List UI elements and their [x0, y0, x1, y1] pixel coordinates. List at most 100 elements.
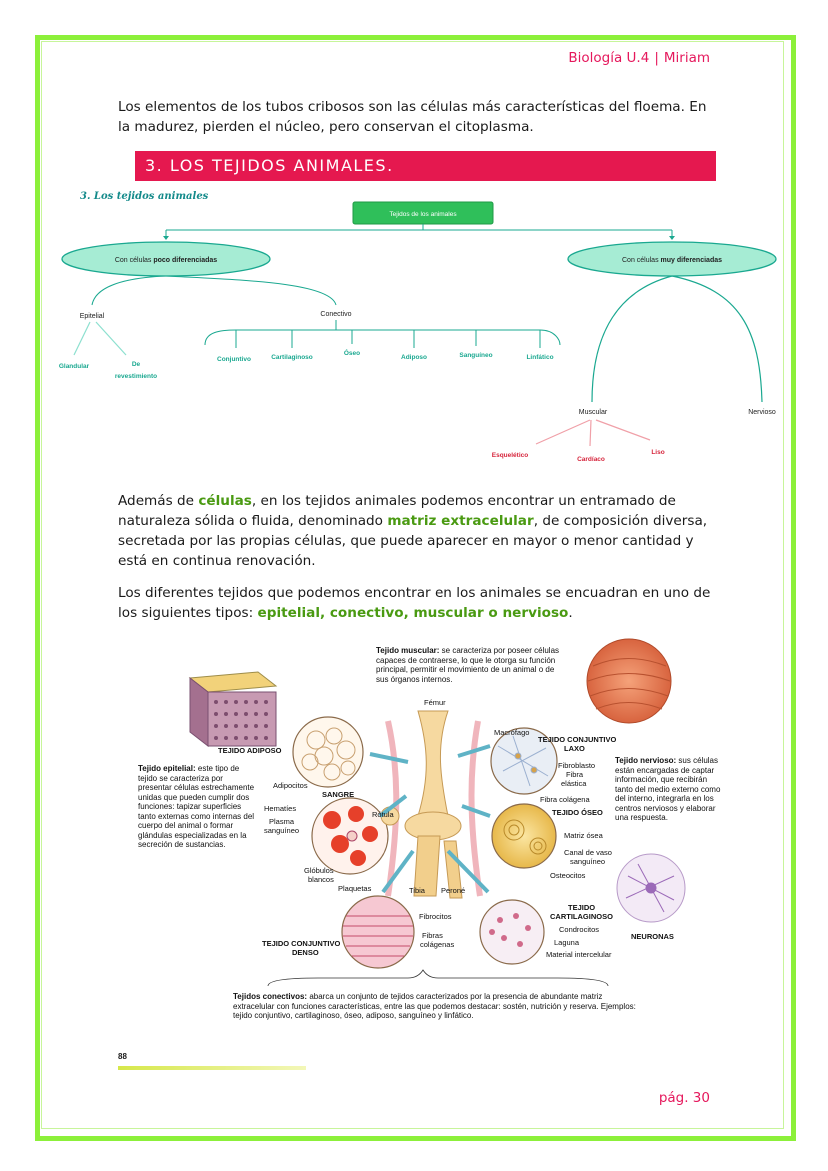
footer-accent-line: [118, 1066, 306, 1070]
connector: [165, 275, 337, 306]
conectivos-title: Tejidos conectivos:: [233, 992, 308, 1001]
label-hematies: Hematíes: [264, 804, 297, 813]
label-fibroblasto: Fibroblasto: [558, 761, 596, 770]
label-sangre: SANGRE: [322, 790, 355, 799]
connector: [204, 320, 561, 346]
concept-map: Tejidos de los animales Con células poco…: [59, 201, 777, 463]
node-oseo: Óseo: [344, 348, 360, 357]
label-canal-2: sanguíneo: [570, 857, 606, 866]
label-fibra-elastica-1: Fibra: [566, 770, 584, 779]
node-esqueletico: Esquelético: [492, 452, 529, 459]
muscle-tissue-image: [586, 638, 672, 724]
label-conjuntivo-laxo-1: TEJIDO CONJUNTIVO: [538, 735, 617, 744]
tissues-figure: Tejido muscular: se caracteriza por pose…: [118, 636, 728, 1036]
connector: [595, 419, 651, 441]
node-adiposo: Adiposo: [401, 354, 427, 361]
label-neuronas: NEURONAS: [631, 932, 674, 941]
node-glandular: Glandular: [59, 363, 90, 370]
label-plasma-1: Plasma: [269, 817, 295, 826]
label-matriz-osea: Matriz ósea: [564, 831, 603, 840]
connector: [591, 275, 673, 403]
label-cartilaginoso-1: TEJIDO: [568, 903, 596, 912]
connective-brace: [267, 969, 609, 987]
paragraph-matriz: Además de células, en los tejidos animal…: [118, 491, 713, 571]
branch-left-label: Con células poco diferenciadas: [115, 257, 217, 264]
loose-connective-image: [490, 727, 558, 795]
paragraph-tipos: Los diferentes tejidos que podemos encon…: [118, 583, 713, 623]
concept-map-title: 3. Los tejidos animales: [80, 191, 209, 202]
label-perone: Peroné: [441, 886, 466, 895]
text-run: Además de: [118, 493, 199, 509]
node-revestimiento-1: De: [132, 361, 141, 368]
epitelial-text: este tipo de tejido se caracteriza por p…: [138, 764, 255, 849]
muscular-title: Tejido muscular:: [376, 646, 440, 655]
intro-paragraph: Los elementos de los tubos cribosos son …: [118, 99, 707, 135]
keyword-celulas: células: [198, 493, 252, 509]
muscle-fibers: [587, 658, 671, 710]
node-cartilaginoso: Cartilaginoso: [271, 354, 313, 361]
text-run: , de composición diversa, secretada por …: [118, 513, 708, 569]
label-tibia: Tibia: [409, 886, 425, 895]
loose-connective-fibers: [497, 735, 549, 787]
page-header: Biología U.4|Miriam: [568, 50, 710, 66]
bone-tissue-image: [491, 803, 557, 869]
conectivos-description: Tejidos conectivos: abarca un conjunto d…: [233, 992, 643, 1021]
header-author: Miriam: [663, 50, 710, 66]
label-adipocitos: Adipocitos: [273, 781, 308, 790]
page-number: pág. 30: [658, 1090, 710, 1106]
book-page-number: 88: [118, 1052, 127, 1061]
label-fibrocitos: Fibrocitos: [419, 912, 452, 921]
epitelial-title: Tejido epitelial:: [138, 764, 196, 773]
page-border-inner: [41, 41, 784, 1129]
concept-map-root: Tejidos de los animales: [389, 211, 457, 218]
adipocytes: [301, 727, 356, 781]
connector: [589, 419, 592, 447]
label-condrocitos: Condrocitos: [559, 925, 600, 934]
cartilage-image: [479, 899, 545, 965]
label-conjuntivo-laxo-2: LAXO: [564, 744, 585, 753]
node-cardiaco: Cardíaco: [577, 456, 605, 463]
node-nervioso: Nervioso: [748, 409, 776, 416]
label-rotula: Rótula: [372, 810, 394, 819]
dense-connective-fibers: [343, 915, 413, 957]
node-linfatico: Linfático: [526, 354, 553, 361]
label-canal-1: Canal de vaso: [564, 848, 612, 857]
label-macrofago: Macrófago: [494, 728, 530, 737]
text-run: , en los tejidos animales podemos encont…: [118, 493, 676, 529]
section-title: 3. LOS TEJIDOS ANIMALES.: [135, 151, 716, 181]
label-fibras-2: colágenas: [420, 940, 455, 949]
text-run: .: [568, 605, 573, 621]
label-plaquetas: Plaquetas: [338, 884, 372, 893]
header-separator: |: [654, 50, 659, 66]
connector: [671, 275, 763, 403]
connector: [95, 321, 127, 356]
label-fibra-colagena: Fibra colágena: [540, 795, 590, 804]
arrow-head: [163, 236, 169, 240]
node-revestimiento-2: revestimiento: [115, 373, 157, 380]
muscular-description: Tejido muscular: se caracteriza por pose…: [376, 646, 566, 684]
header-subject: Biología U.4: [568, 50, 650, 66]
epithelium-cube: [188, 671, 278, 748]
connector: [91, 275, 167, 306]
chondrocytes: [489, 913, 531, 947]
conectivos-text: abarca un conjunto de tejidos caracteriz…: [233, 992, 636, 1020]
branch-right-label: Con células muy diferenciadas: [622, 257, 722, 264]
dense-connective-image: [341, 895, 415, 969]
nervioso-text: sus células están encargadas de captar i…: [615, 756, 721, 822]
label-material-intercelular: Material intercelular: [546, 950, 612, 959]
arrow-head: [669, 236, 675, 240]
connector: [73, 321, 91, 356]
node-liso: Liso: [651, 449, 664, 456]
node-conjuntivo: Conjuntivo: [217, 356, 251, 363]
keyword-matriz: matriz extracelular: [387, 513, 534, 529]
neuron-dendrites: [625, 863, 675, 913]
blood-cells: [323, 806, 378, 866]
bone-rings: [503, 819, 547, 855]
label-osteocitos: Osteocitos: [550, 871, 586, 880]
node-conectivo: Conectivo: [320, 311, 351, 318]
figure-arrows: [369, 744, 491, 894]
connector: [535, 419, 591, 445]
tissues-illustration: [188, 638, 686, 987]
epitelial-description: Tejido epitelial: este tipo de tejido se…: [138, 764, 256, 850]
adipose-image: [292, 716, 364, 788]
